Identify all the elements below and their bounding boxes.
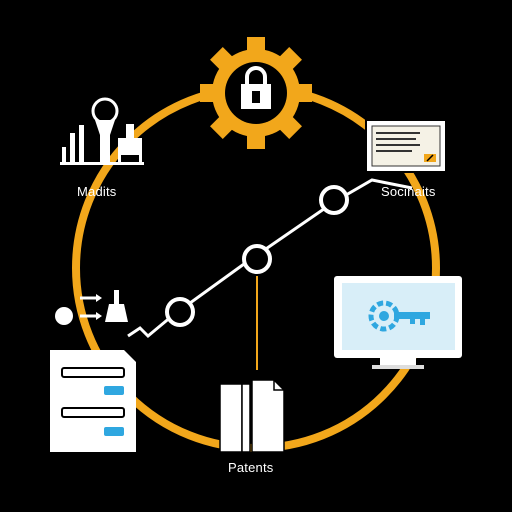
form-list-icon [50, 350, 136, 452]
label-socinaits: Socinaits [381, 184, 436, 199]
label-madits: Madits [77, 184, 117, 199]
idea-chart-icon [60, 97, 144, 165]
monitor-gear-key-icon [334, 276, 462, 369]
trend-line [127, 178, 413, 339]
trend-node [165, 297, 195, 327]
folder-document-icon [219, 379, 285, 453]
gear-lock-icon [200, 37, 312, 149]
trend-node [319, 185, 349, 215]
label-patents: Patents [228, 460, 274, 475]
document-icon [365, 119, 447, 173]
trend-node [242, 244, 272, 274]
process-flow-icon [55, 290, 128, 325]
